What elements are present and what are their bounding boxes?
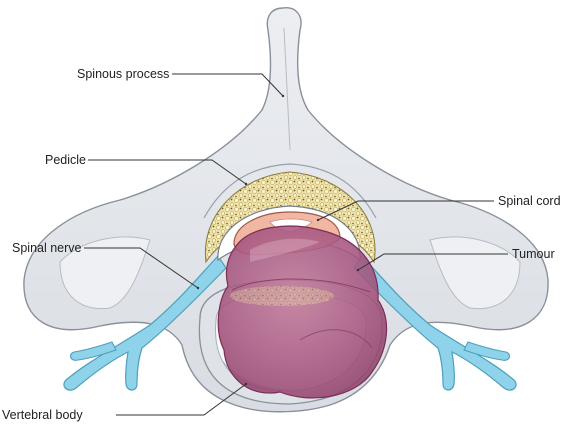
leader-vertebral-body: [116, 383, 247, 416]
pedicle-edge: [203, 163, 377, 219]
tumour: [217, 225, 388, 399]
left-spinal-nerve: [63, 255, 227, 391]
leader-tumour: [357, 253, 508, 271]
right-nerve-branch: [463, 341, 511, 361]
tumour-fat-overlay: [230, 286, 334, 306]
right-spinal-nerve: [353, 255, 517, 391]
tumour-highlight: [250, 238, 320, 262]
left-nerve-branch: [69, 341, 117, 361]
label-spinal-cord: Spinal cord: [498, 194, 561, 208]
leader-spinal-nerve: [84, 247, 199, 289]
left-transverse-shading: [59, 236, 151, 310]
label-vertebral-body: Vertebral body: [2, 408, 83, 422]
right-transverse-shading: [429, 236, 521, 310]
label-pedicle: Pedicle: [45, 153, 86, 167]
spinous-ridge: [283, 27, 291, 151]
label-tumour: Tumour: [512, 247, 555, 261]
label-spinous-process: Spinous process: [77, 67, 170, 81]
tumour-lobule-upper: [231, 278, 371, 293]
tumour-lobule-lower: [299, 329, 373, 349]
leader-lines: [84, 73, 508, 416]
leader-spinal-cord: [317, 200, 494, 221]
label-spinal-nerve: Spinal nerve: [12, 241, 82, 255]
leader-endpoints: [196, 94, 360, 386]
leader-spinous-process: [172, 73, 284, 97]
leader-pedicle: [88, 159, 247, 185]
